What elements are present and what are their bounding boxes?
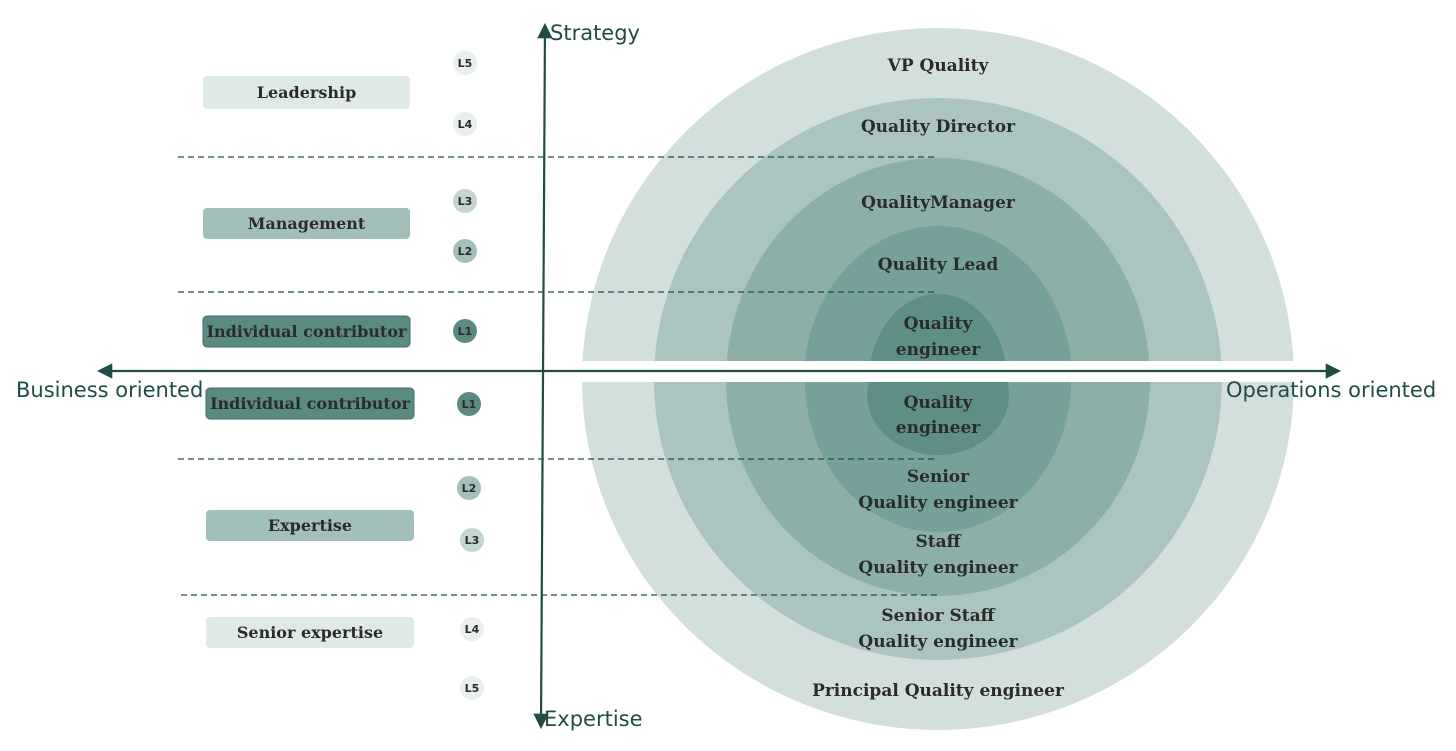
category-box — [206, 617, 414, 648]
role-quality-manager: QualityManager — [861, 193, 1016, 213]
category-individual-contributor-upper: Individual contributor — [202, 315, 411, 348]
upper-rings — [582, 28, 1294, 361]
svg-text:L1: L1 — [458, 325, 473, 338]
svg-text:L1: L1 — [462, 398, 477, 411]
ring-quality-engineer — [870, 294, 1006, 361]
axis-label-strategy: Strategy — [550, 21, 640, 45]
level-badge-l4-bottom: L4 — [460, 617, 484, 641]
svg-text:L2: L2 — [458, 245, 473, 258]
level-badge-l1-bottom: L1 — [457, 392, 481, 416]
role-core-line1: Quality — [904, 393, 974, 413]
svg-text:L4: L4 — [458, 118, 473, 131]
lower-rings — [582, 382, 1294, 730]
level-badge-l4-top: L4 — [453, 112, 477, 136]
svg-text:L3: L3 — [458, 195, 473, 208]
role-vp-quality: VP Quality — [887, 56, 990, 76]
svg-text:L4: L4 — [465, 623, 480, 636]
category-box — [203, 208, 410, 239]
ring-quality-lead — [805, 226, 1071, 361]
category-label: Expertise — [268, 516, 352, 535]
role-staff-line2: Quality engineer — [858, 558, 1018, 578]
role-senior-staff-line2: Quality engineer — [858, 632, 1018, 652]
category-box — [203, 76, 410, 109]
role-senior-line1: Senior — [907, 467, 970, 487]
axis-label-business-oriented: Business oriented — [16, 378, 203, 402]
category-senior-expertise: Senior expertise — [206, 617, 414, 648]
role-staff-line1: Staff — [915, 532, 961, 552]
level-badge-l3-top: L3 — [453, 189, 477, 213]
role-senior-line2: Quality engineer — [858, 493, 1018, 513]
role-quality-engineer-line1: Quality — [904, 314, 974, 334]
category-individual-contributor-lower: Individual contributor — [205, 387, 415, 420]
level-badge-l5-bottom: L5 — [460, 676, 484, 700]
ring-core — [867, 382, 1009, 455]
category-box — [206, 510, 414, 541]
role-quality-director: Quality Director — [861, 117, 1016, 137]
svg-text:L3: L3 — [465, 534, 480, 547]
role-core-line2: engineer — [896, 418, 982, 438]
level-badge-l5-top: L5 — [453, 51, 477, 75]
svg-text:L5: L5 — [465, 682, 480, 695]
category-label: Individual contributor — [207, 322, 407, 341]
category-label: Individual contributor — [210, 394, 410, 413]
category-box — [205, 387, 415, 420]
category-expertise: Expertise — [206, 510, 414, 541]
category-leadership: Leadership — [203, 76, 410, 109]
vertical-axis — [533, 22, 553, 730]
level-badge-l2-top: L2 — [453, 239, 477, 263]
role-senior-staff-line1: Senior Staff — [881, 606, 995, 626]
role-quality-lead: Quality Lead — [878, 255, 999, 275]
svg-text:L2: L2 — [462, 482, 477, 495]
category-label: Leadership — [257, 83, 357, 102]
category-label: Senior expertise — [237, 623, 383, 642]
role-principal: Principal Quality engineer — [812, 681, 1065, 701]
level-badge-l3-bottom: L3 — [460, 528, 484, 552]
role-quality-engineer-line2: engineer — [896, 340, 982, 360]
ring-senior — [805, 382, 1071, 532]
category-management: Management — [203, 208, 410, 239]
level-badge-l2-bottom: L2 — [457, 476, 481, 500]
category-label: Management — [248, 214, 366, 233]
axis-label-operations-oriented: Operations oriented — [1226, 378, 1436, 402]
level-badge-l1-top: L1 — [453, 319, 477, 343]
category-box — [202, 315, 411, 348]
axis-label-expertise: Expertise — [544, 707, 643, 731]
svg-text:L5: L5 — [458, 57, 473, 70]
